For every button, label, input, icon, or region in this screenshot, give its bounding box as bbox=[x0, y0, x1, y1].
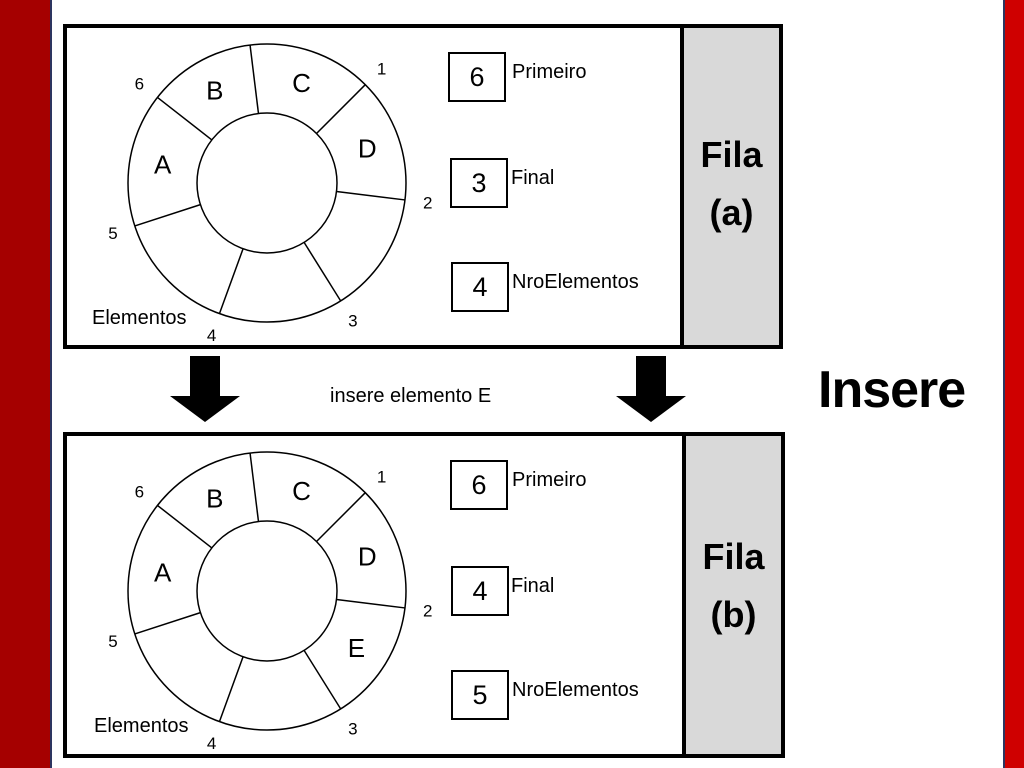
final-label-b: Final bbox=[511, 575, 555, 597]
ring-divider-b bbox=[303, 649, 342, 710]
ring-divider-b bbox=[218, 656, 244, 722]
primeiro-value-a: 6 bbox=[448, 52, 506, 102]
queue-panel-b: Fila (b) bbox=[63, 432, 785, 758]
slot-number-b: 6 bbox=[135, 482, 144, 501]
slot-number-a: 4 bbox=[207, 326, 216, 345]
slot-letter-a: B bbox=[206, 76, 223, 106]
slot-letter-b: D bbox=[358, 541, 377, 571]
inner-ring-a bbox=[196, 112, 338, 254]
final-value-b: 4 bbox=[451, 566, 509, 616]
circular-array-a: C 1D 2 3 4 5 A 6 B 7 bbox=[108, 30, 432, 345]
primeiro-label-a: Primeiro bbox=[512, 61, 587, 83]
ring-divider-b bbox=[157, 504, 213, 549]
ring-divider-a bbox=[303, 241, 342, 302]
ring-label-b: Elementos bbox=[94, 715, 189, 737]
slot-number-b: 7 bbox=[243, 438, 252, 440]
final-label-a: Final bbox=[511, 167, 555, 189]
queue-title-b: Fila (b) bbox=[682, 436, 781, 754]
queue-title-a-line1: Fila bbox=[700, 134, 763, 175]
nro-elementos-label-b: NroElementos bbox=[512, 679, 639, 701]
inner-ring-b bbox=[196, 520, 338, 662]
right-border-bar bbox=[1003, 0, 1024, 768]
final-value-a: 3 bbox=[450, 158, 508, 208]
slot-number-b: 5 bbox=[108, 632, 117, 651]
ring-divider-a bbox=[134, 203, 201, 227]
down-arrow-left bbox=[170, 356, 240, 422]
slot-letter-b: C bbox=[292, 476, 311, 506]
slide-title: Insere bbox=[818, 361, 966, 419]
ring-divider-b bbox=[249, 452, 260, 522]
ring-divider-a bbox=[249, 44, 260, 114]
queue-title-a-line2: (a) bbox=[709, 192, 754, 233]
nro-elementos-value-b: 5 bbox=[451, 670, 509, 720]
ring-divider-a bbox=[218, 248, 244, 314]
slot-letter-a: A bbox=[154, 150, 172, 180]
ring-divider-a bbox=[336, 190, 406, 201]
slot-number-b: 1 bbox=[377, 467, 386, 486]
queue-panel-a: Fila (a) bbox=[63, 24, 783, 349]
nro-elementos-label-a: NroElementos bbox=[512, 271, 639, 293]
ring-divider-b bbox=[336, 598, 406, 609]
circular-array-b: C 1D 2E 3 4 5 A 6 B 7 bbox=[108, 438, 432, 753]
ring-label-a: Elementos bbox=[92, 307, 187, 329]
queue-title-b-line1: Fila bbox=[702, 536, 765, 577]
slot-number-a: 6 bbox=[135, 74, 144, 93]
action-label: insere elemento E bbox=[330, 385, 492, 407]
queue-title-a: Fila (a) bbox=[680, 28, 779, 345]
slot-number-a: 7 bbox=[243, 30, 252, 32]
ring-divider-a bbox=[157, 96, 213, 141]
left-border-bar bbox=[0, 0, 52, 768]
nro-elementos-value-a: 4 bbox=[451, 262, 509, 312]
queue-title-b-line2: (b) bbox=[710, 594, 757, 635]
slot-number-b: 3 bbox=[348, 719, 357, 738]
ring-divider-b bbox=[134, 611, 201, 635]
slot-number-a: 3 bbox=[348, 311, 357, 330]
primeiro-label-b: Primeiro bbox=[512, 469, 587, 491]
slot-number-b: 2 bbox=[423, 602, 432, 621]
slot-number-a: 2 bbox=[423, 194, 432, 213]
slot-letter-b: A bbox=[154, 558, 172, 588]
down-arrow-right bbox=[616, 356, 686, 422]
slot-number-a: 5 bbox=[108, 224, 117, 243]
slot-number-b: 4 bbox=[207, 734, 216, 753]
primeiro-value-b: 6 bbox=[450, 460, 508, 510]
slot-letter-b: E bbox=[348, 633, 365, 663]
outer-ring-b bbox=[127, 451, 407, 731]
slot-number-a: 1 bbox=[377, 59, 386, 78]
ring-divider-b bbox=[315, 492, 366, 543]
ring-divider-a bbox=[315, 84, 366, 135]
slot-letter-b: B bbox=[206, 484, 223, 514]
slot-letter-a: C bbox=[292, 68, 311, 98]
slot-letter-a: D bbox=[358, 133, 377, 163]
outer-ring-a bbox=[127, 43, 407, 323]
